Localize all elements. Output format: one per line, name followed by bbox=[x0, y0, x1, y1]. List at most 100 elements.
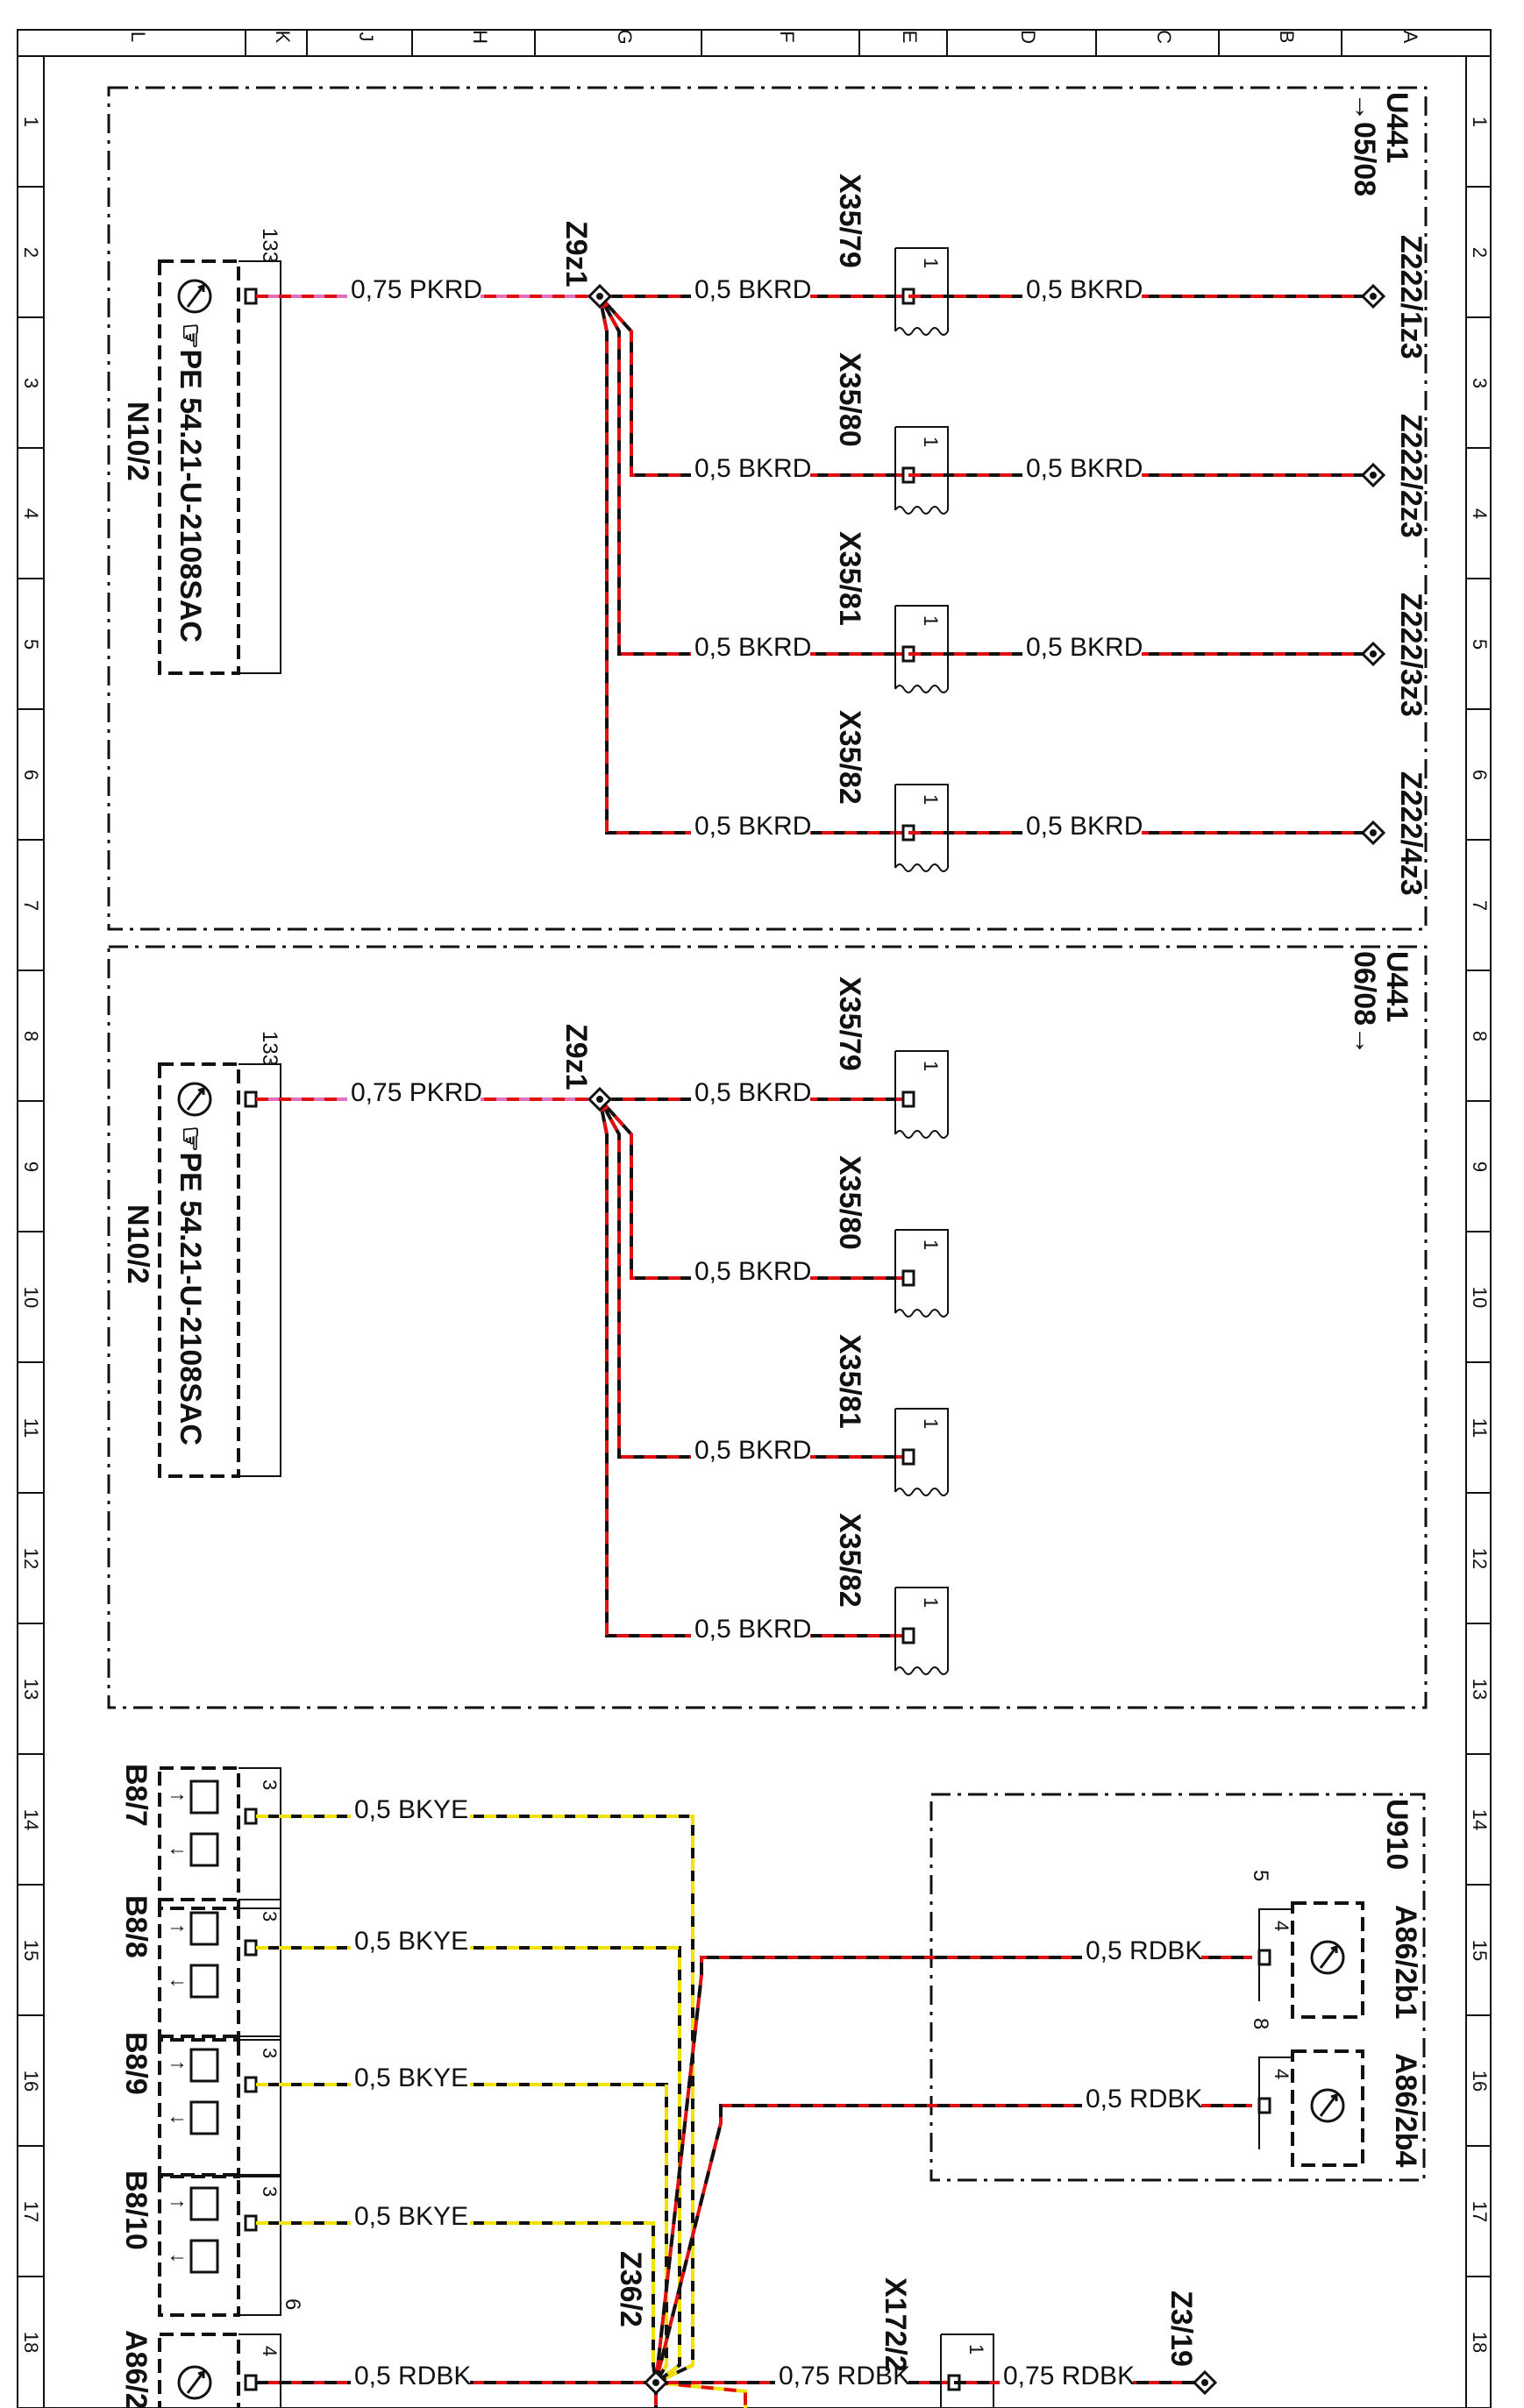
sensor-pin bbox=[244, 2214, 258, 2232]
row-number-right-7: 7 bbox=[1469, 900, 1491, 911]
sensor-wire-label-2: 0,5 BKYE bbox=[354, 1927, 468, 1956]
dest-splice-3-dot bbox=[1370, 650, 1377, 657]
row-number-right-1: 1 bbox=[1469, 117, 1491, 127]
branch-wire-label-1-bg bbox=[691, 279, 810, 303]
out-wire-label-2-bg bbox=[1022, 458, 1142, 482]
sensor-pin bbox=[244, 1808, 258, 1825]
dest-splice-4-dot bbox=[1370, 829, 1377, 836]
u910-wire-label-1-bg bbox=[1082, 1940, 1201, 1964]
sensor-wire-label-3: 0,5 BKYE bbox=[354, 2063, 468, 2092]
row-number-left-11: 11 bbox=[20, 1418, 42, 1438]
connector-X35/79-pin-number: 1 bbox=[920, 1061, 942, 1071]
row-number-right-9: 9 bbox=[1469, 1161, 1491, 1172]
splice-node-dot bbox=[596, 293, 603, 300]
sensor-arrow-b: ← bbox=[167, 2105, 188, 2128]
u910-section-box bbox=[929, 1793, 1426, 2182]
sensor-pin-outline bbox=[239, 2174, 281, 2316]
row-number-left-17: 17 bbox=[20, 2201, 42, 2222]
sensor-arrow-a: → bbox=[167, 2189, 188, 2213]
module-pin-number: 133 bbox=[258, 228, 281, 263]
connector-name-1: X35/79 bbox=[833, 977, 866, 1071]
sensor-wire-label-2-bg bbox=[351, 1930, 470, 1955]
connector-name-4: X35/82 bbox=[833, 1513, 866, 1608]
row-number-left-18: 18 bbox=[20, 2332, 42, 2353]
a86-left-pin bbox=[244, 2374, 258, 2391]
connector-X35/80-pin-number: 1 bbox=[920, 1240, 942, 1250]
column-letter-D: D bbox=[1017, 30, 1039, 44]
splice-label: Z9z1 bbox=[559, 221, 593, 288]
sensor-wire-3-stripe bbox=[256, 2083, 668, 2384]
bottom-splice-label: Z36/2 bbox=[614, 2251, 647, 2327]
connector-X35/80-outline bbox=[895, 1229, 949, 1313]
row-number-left-10: 10 bbox=[20, 1287, 42, 1308]
row-number-left-1: 1 bbox=[20, 117, 42, 127]
sensor-arrow-a: → bbox=[167, 1914, 188, 1937]
sensor-wire-4 bbox=[256, 2221, 658, 2383]
sensor-box-B8/9 bbox=[158, 2035, 240, 2178]
u910-pin-number-2: 4 bbox=[1271, 2069, 1293, 2079]
out-wire-label-3: 0,5 BKRD bbox=[1026, 633, 1143, 662]
connector-X35/82-pin bbox=[901, 1627, 915, 1644]
a86-left-wire-label: 0,5 RDBK bbox=[354, 2362, 471, 2390]
column-letter-G: G bbox=[614, 29, 636, 44]
u910-part-box-1 bbox=[1291, 1901, 1364, 2019]
branch-wire-label-3: 0,5 BKRD bbox=[694, 1436, 811, 1465]
a86-left-pin-number: 4 bbox=[259, 2346, 281, 2356]
row-number-right-6: 6 bbox=[1469, 770, 1491, 780]
bottom-splice-node-dot bbox=[652, 2379, 659, 2386]
out-wire-label-4-bg bbox=[1022, 815, 1142, 840]
connector-X35/79-outline bbox=[895, 1050, 949, 1134]
connector-x172-outline bbox=[941, 2333, 994, 2408]
branch-wire-label-3-bg bbox=[691, 636, 810, 661]
module-name: N10/2 bbox=[121, 401, 154, 481]
connector-X35/82-pin-number: 1 bbox=[920, 1597, 942, 1608]
z3-name: Z3/19 bbox=[1164, 2291, 1198, 2367]
row-number-right-5: 5 bbox=[1469, 639, 1491, 650]
input-wire-label: 0,75 PKRD bbox=[351, 1078, 482, 1107]
connector-X35/80-outline bbox=[895, 426, 949, 510]
sensor-arrow-b: ← bbox=[167, 1836, 188, 1860]
row-number-left-14: 14 bbox=[20, 1809, 42, 1830]
connector-X35/79-pin bbox=[901, 1090, 915, 1108]
u910-wire-label-2: 0,5 RDBK bbox=[1086, 2085, 1202, 2113]
module-name: N10/2 bbox=[121, 1204, 154, 1284]
middle-section-ref: U441 bbox=[1380, 951, 1414, 1022]
u910-wire-label-2-bg bbox=[1082, 2088, 1201, 2113]
top-section-page-ref: →05/08 bbox=[1348, 92, 1381, 196]
top-section-box bbox=[107, 86, 1428, 931]
dest-splice-2-dot bbox=[1370, 472, 1377, 479]
connector-X35/82-outline bbox=[895, 784, 949, 868]
splice-node-dot bbox=[596, 1096, 603, 1103]
a86-left-outer-pin: 6 bbox=[281, 2298, 304, 2310]
connector-name-2: X35/80 bbox=[833, 352, 866, 447]
sensor-wire-3 bbox=[256, 2083, 668, 2384]
sensor-wire-4-stripe bbox=[256, 2221, 658, 2383]
connector-X35/80-wavy bbox=[894, 1309, 949, 1318]
u910-pin bbox=[1257, 1949, 1271, 1966]
u910-outer-pin-1: 5 bbox=[1249, 1870, 1272, 1881]
sensor-name-1: B8/7 bbox=[119, 1764, 153, 1827]
sensor-pin-outline bbox=[239, 2035, 281, 2177]
sensor-pin-number-4: 3 bbox=[259, 2186, 281, 2197]
column-letter-J: J bbox=[355, 32, 377, 42]
sensor-name-3: B8/9 bbox=[119, 2032, 153, 2095]
module-pin-outline bbox=[239, 260, 281, 674]
sensor-arrow-a: → bbox=[167, 2050, 188, 2074]
connector-X35/82-outline bbox=[895, 1587, 949, 1671]
connector-X35/82-pin-number: 1 bbox=[920, 794, 942, 805]
sensor-box-B8/7 bbox=[158, 1766, 240, 1910]
x172-right-wire-label-bg bbox=[1000, 2365, 1133, 2390]
branch-wire-label-4: 0,5 BKRD bbox=[694, 1615, 811, 1644]
row-number-right-16: 16 bbox=[1469, 2071, 1491, 2092]
dest-name-1: Z222/1z3 bbox=[1394, 235, 1428, 359]
module-icon bbox=[177, 279, 212, 314]
sensor-element-b bbox=[189, 2100, 219, 2135]
a86-left-icon-arrow bbox=[186, 2369, 205, 2394]
row-number-right-10: 10 bbox=[1469, 1287, 1491, 1308]
connector-X35/80-pin-number: 1 bbox=[920, 437, 942, 447]
row-number-left-12: 12 bbox=[20, 1548, 42, 1569]
module-pin-number: 133 bbox=[258, 1031, 281, 1066]
sensor-name-2: B8/8 bbox=[119, 1895, 153, 1958]
